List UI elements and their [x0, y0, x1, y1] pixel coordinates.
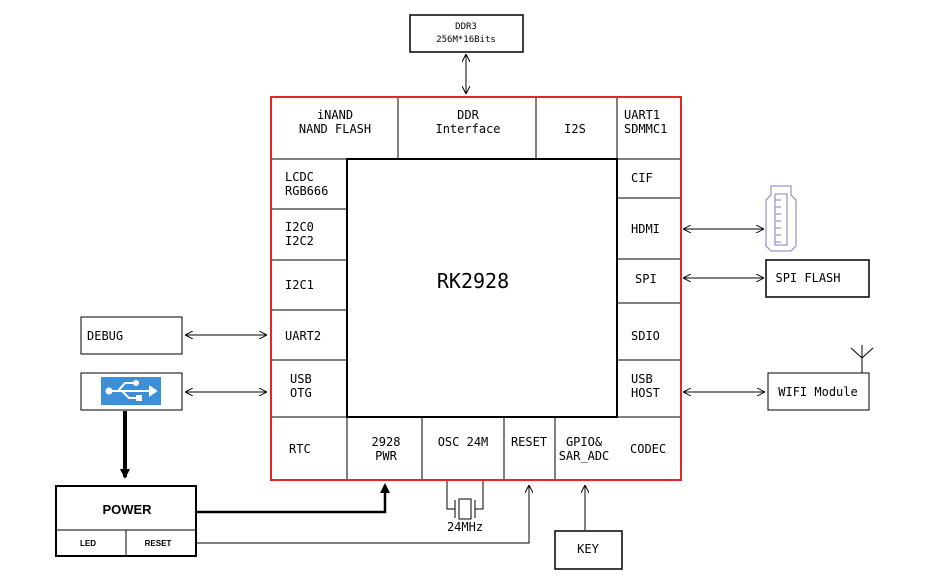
lcdc-label-2: RGB666 — [285, 184, 328, 198]
ddr3-line2: 256M*16Bits — [436, 35, 496, 45]
reset-cell-label: RESET — [511, 435, 547, 449]
power-led-label: LED — [80, 539, 96, 548]
debug-box: DEBUG — [80, 316, 183, 355]
pwr-label-2: PWR — [375, 449, 397, 463]
uart1-label-2: SDMMC1 — [624, 122, 667, 136]
key-label: KEY — [577, 542, 599, 556]
spi-flash-box: SPI FLASH — [765, 259, 870, 298]
ddr-label-2: Interface — [435, 122, 500, 136]
ddr3-line1: DDR3 — [455, 22, 477, 32]
uart1-label-1: UART1 — [624, 108, 660, 122]
lcdc-label-1: LCDC — [285, 170, 314, 184]
power-label: POWER — [102, 502, 152, 517]
inand-label-2: NAND FLASH — [299, 122, 371, 136]
codec-label: CODEC — [630, 442, 666, 456]
crystal-icon — [446, 481, 484, 520]
i2c0-label-2: I2C2 — [285, 234, 314, 248]
debug-label: DEBUG — [87, 329, 123, 343]
power-reset-link — [197, 486, 529, 544]
usb-otg-label-2: OTG — [290, 386, 312, 400]
osc-label: OSC 24M — [438, 435, 489, 449]
sdio-label: SDIO — [631, 329, 660, 343]
inand-label-1: iNAND — [317, 108, 353, 122]
crystal-label: 24MHz — [447, 520, 483, 534]
wifi-module-box: WIFI Module — [767, 372, 870, 411]
uart2-label: UART2 — [285, 329, 321, 343]
usb-box — [80, 372, 183, 411]
hdmi-label: HDMI — [631, 222, 660, 236]
ddr3-box: DDR3 256M*16Bits — [409, 14, 524, 53]
power-reset-label: RESET — [145, 539, 172, 548]
core-box — [346, 158, 618, 418]
wifi-antenna-icon — [850, 345, 874, 373]
usb-host-label-2: HOST — [631, 386, 660, 400]
cif-label: CIF — [631, 171, 653, 185]
gpio-label-1: GPIO& — [566, 435, 603, 449]
hdmi-connector-icon — [765, 185, 797, 252]
spi-flash-label: SPI FLASH — [775, 271, 840, 285]
key-box: KEY — [554, 530, 623, 570]
gpio-label-2: SAR_ADC — [559, 449, 610, 463]
usb-host-label-1: USB — [631, 372, 653, 386]
wifi-label: WIFI Module — [778, 385, 857, 399]
i2s-label: I2S — [564, 122, 586, 136]
usb-icon — [105, 380, 158, 401]
spi-label: SPI — [635, 272, 657, 286]
rtc-label: RTC — [289, 442, 311, 456]
chip-name: RK2928 — [437, 269, 509, 293]
pwr-label-1: 2928 — [372, 435, 401, 449]
i2c1-label: I2C1 — [285, 278, 314, 292]
ddr-label-1: DDR — [457, 108, 479, 122]
power-pwr-link — [197, 483, 390, 514]
power-box: POWER LED RESET — [55, 485, 197, 557]
usb-otg-label-1: USB — [290, 372, 312, 386]
i2c0-label-1: I2C0 — [285, 220, 314, 234]
